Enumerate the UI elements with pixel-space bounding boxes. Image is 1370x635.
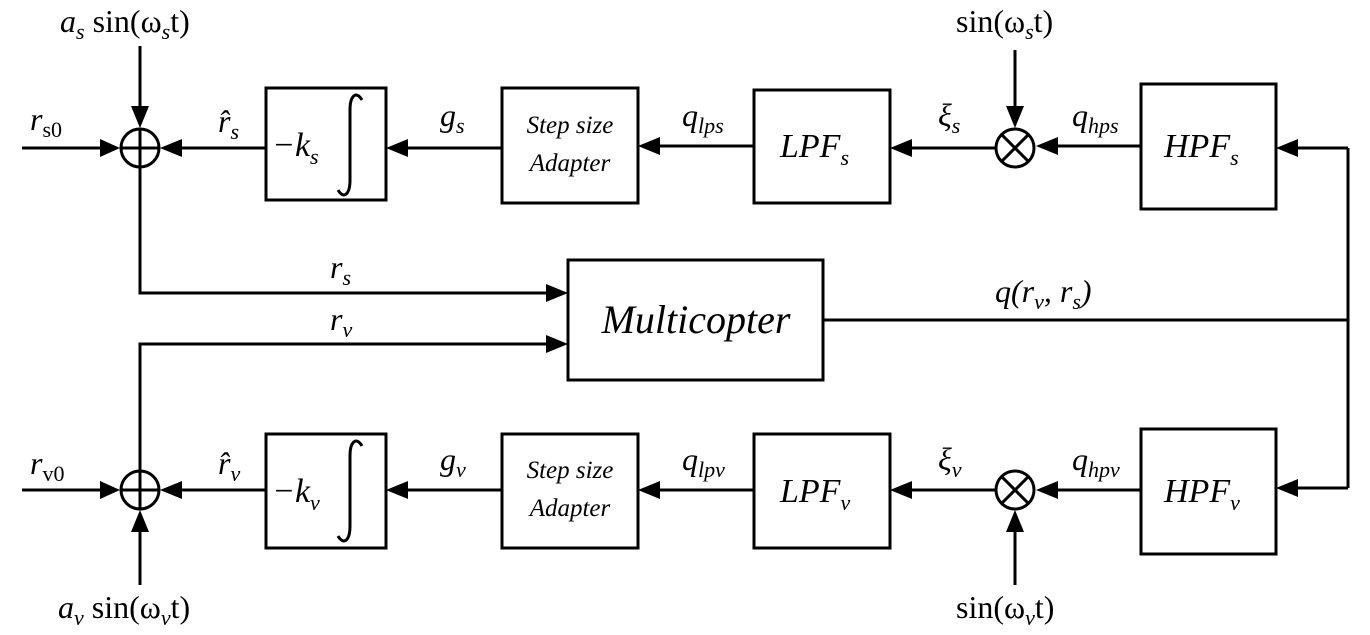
integral-sign-v [336,439,364,543]
step-size-adapter-v-line1: Step size [527,457,614,484]
label-rs: rs [330,249,351,290]
step-size-adapter-s-line2: Adapter [528,150,611,177]
label-xiv: ξv [938,441,962,482]
label-xis: ξs [938,97,960,138]
hpf-s-label: HPFs [1163,128,1239,170]
label-rv0: rv0 [30,445,64,486]
multicopter-label: Multicopter [601,297,791,342]
hpf-v-label: HPFv [1163,473,1240,515]
label-qhpv: qhpv [1072,441,1120,482]
arrowhead-qlpv [638,481,660,499]
label-rs-hat: r̂s [218,103,239,144]
integrator-block-s [264,86,388,202]
label-qlps: qlps [682,97,724,138]
label-rv-hat: r̂v [218,445,240,486]
arrowhead-demod-s [1006,106,1024,128]
label-rv: rv [330,301,352,342]
integrator-block-v [264,432,388,550]
sum-junction-s-cross [121,129,159,167]
arrowhead-dither-v [131,510,149,532]
lpf-v-label: LPFv [779,473,850,515]
arrowhead-demod-v [1006,510,1024,532]
label-qlpv: qlpv [682,441,725,482]
arrowhead-xis [890,139,912,157]
arrowhead-to-hpf-v [1276,479,1298,497]
label-qhps: qhps [1072,97,1119,138]
arrowhead-rs [546,284,568,302]
label-demod-s: sin(ωst) [956,3,1053,44]
integrator-v-gain: −kv [272,473,320,515]
multiplier-s-cross [1000,133,1030,163]
integrator-s-gain: −ks [272,127,319,169]
label-rs0: rs0 [30,101,62,142]
arrowhead-rv0 [100,481,120,499]
arrowhead-rv-hat [160,481,182,499]
arrowhead-dither-s [131,106,149,128]
line-rs [138,167,546,295]
arrowhead-rv [546,335,568,353]
lpf-block-v [752,432,892,550]
arrowhead-qhpv [1036,481,1058,499]
arrowhead-gs [386,139,408,157]
multicopter-block [566,258,825,382]
sum-junction-v-cross [121,471,159,509]
integral-sign-s [336,93,364,197]
line-rv [138,342,546,470]
label-gs: gs [440,97,465,138]
arrowhead-qhps [1036,137,1058,155]
label-q-output: q(rv, rs) [995,273,1092,314]
arrowhead-rs-hat [160,139,182,157]
label-gv: gv [440,441,466,482]
arrowhead-xiv [890,481,912,499]
lpf-s-label: LPFs [779,128,849,170]
step-size-adapter-s-line1: Step size [527,112,614,139]
arrowhead-gv [386,481,408,499]
step-size-adapter-block-v [500,432,640,550]
arrowhead-rs0 [100,139,120,157]
arrowhead-qlps [638,137,660,155]
step-size-adapter-v-line2: Adapter [528,495,611,522]
arrowhead-to-hpf-s [1276,139,1298,157]
label-demod-v: sin(ωvt) [956,589,1054,630]
multiplier-v-cross [1000,475,1030,505]
step-size-adapter-block-s [500,86,640,205]
